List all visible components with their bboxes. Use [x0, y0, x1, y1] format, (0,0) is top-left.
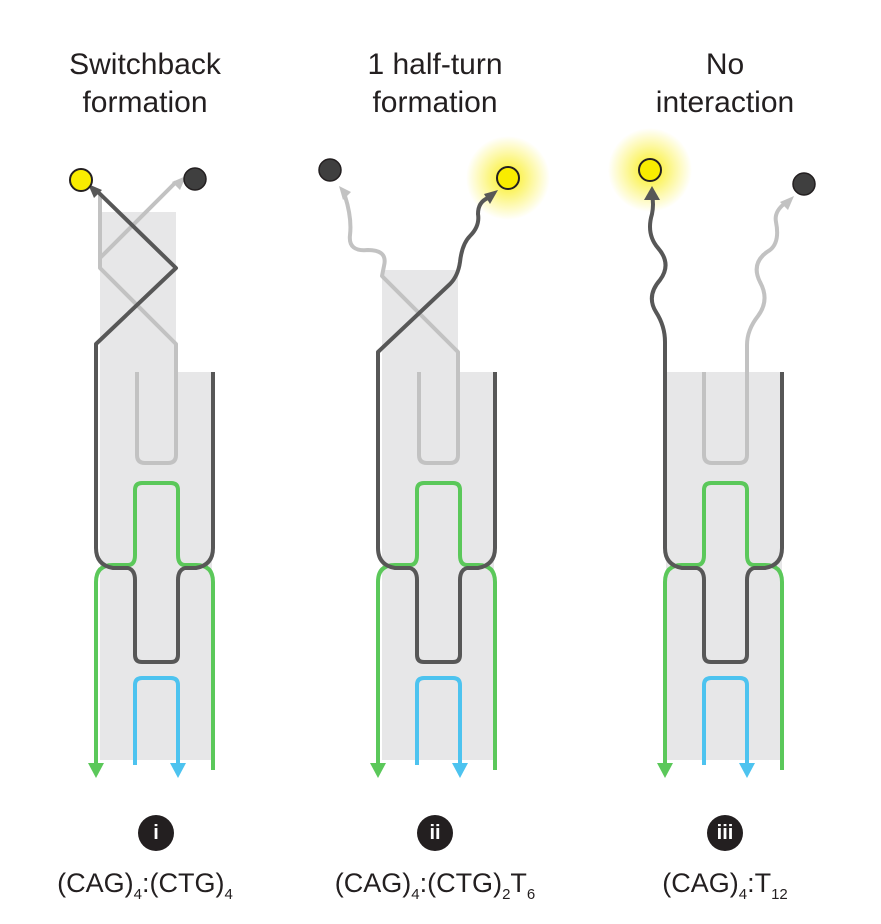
sequence-formula: (CAG)4:(CTG)2T6 — [290, 868, 580, 902]
dark-strand — [94, 188, 215, 664]
sequence-formula: (CAG)4:T12 — [580, 868, 870, 902]
formula-part: :(CTG) — [142, 868, 225, 898]
light-strand — [343, 195, 460, 465]
title-line-1: 1 half-turn — [367, 48, 503, 81]
fluorophore-dot — [638, 158, 662, 182]
formula-part: :(CTG) — [419, 868, 503, 898]
formula-part: (CAG) — [334, 868, 412, 898]
green-arrowhead — [657, 763, 673, 778]
dark-strand-tail — [648, 195, 668, 372]
formula-part: (CAG) — [57, 868, 134, 898]
green-strand — [94, 481, 215, 770]
panel-half-turn: 1 half-turn formation ii (CAG)4: — [290, 0, 580, 924]
junction-shade — [100, 212, 176, 372]
panel-badge: ii — [417, 815, 453, 851]
formula-subscript: 4 — [224, 886, 233, 903]
blue-strand — [133, 676, 180, 765]
strand-diagram — [318, 136, 550, 778]
light-arrowhead — [780, 196, 794, 210]
strand-diagram — [69, 167, 215, 778]
dark-arrowhead — [644, 186, 660, 200]
fluorophore-dot — [496, 166, 520, 190]
blue-arrowhead — [739, 763, 755, 778]
dark-arrowhead — [484, 190, 498, 204]
blue-arrowhead — [170, 763, 186, 778]
light-arrowhead — [339, 186, 351, 200]
panel-switchback: Switchback formation i (CAG)4:(CTG)4 — [0, 0, 290, 924]
formula-subscript: 4 — [738, 886, 748, 903]
fluorophore-dot — [69, 168, 93, 192]
dark-arrowhead — [88, 184, 102, 198]
formula-subscript: 12 — [771, 886, 788, 903]
quencher-dot — [183, 167, 207, 191]
blue-strand — [702, 676, 749, 765]
green-strand — [376, 481, 497, 770]
light-strand — [98, 195, 178, 465]
light-strand — [702, 202, 786, 465]
title-line-2: interaction — [655, 86, 795, 119]
dark-strand — [376, 196, 489, 372]
panel-title: Switchback formation — [0, 46, 290, 122]
panel-badge: i — [138, 815, 174, 851]
panel-title: 1 half-turn formation — [290, 46, 580, 122]
title-line-2: formation — [372, 86, 498, 119]
formula-subscript: 6 — [526, 886, 536, 903]
formula-part: :T — [747, 868, 772, 898]
formula-part: T — [510, 868, 527, 898]
light-strand-tail — [98, 180, 178, 268]
dark-strand — [663, 372, 784, 664]
quencher-dot — [318, 158, 342, 182]
sequence-formula: (CAG)4:(CTG)4 — [0, 868, 290, 902]
formula-subscript: 2 — [502, 886, 511, 903]
green-strand — [663, 481, 784, 770]
light-arrowhead — [172, 176, 186, 190]
quencher-dot — [792, 172, 816, 196]
blue-arrowhead — [452, 763, 468, 778]
green-arrowhead — [88, 763, 104, 778]
dark-strand-duplex — [376, 372, 497, 664]
title-line-1: Switchback — [69, 48, 221, 81]
green-arrowhead — [370, 763, 386, 778]
title-line-2: formation — [82, 86, 208, 119]
formula-part: (CAG) — [662, 868, 739, 898]
formula-subscript: 4 — [411, 886, 420, 903]
formula-subscript: 4 — [133, 886, 142, 903]
panel-title: No interaction — [580, 46, 870, 122]
panel-no-interaction: No interaction iii (CAG)4:T12 — [580, 0, 870, 924]
blue-strand — [415, 676, 462, 765]
strand-diagram — [608, 128, 816, 778]
panel-badge: iii — [707, 815, 743, 851]
title-line-1: No — [705, 48, 745, 81]
